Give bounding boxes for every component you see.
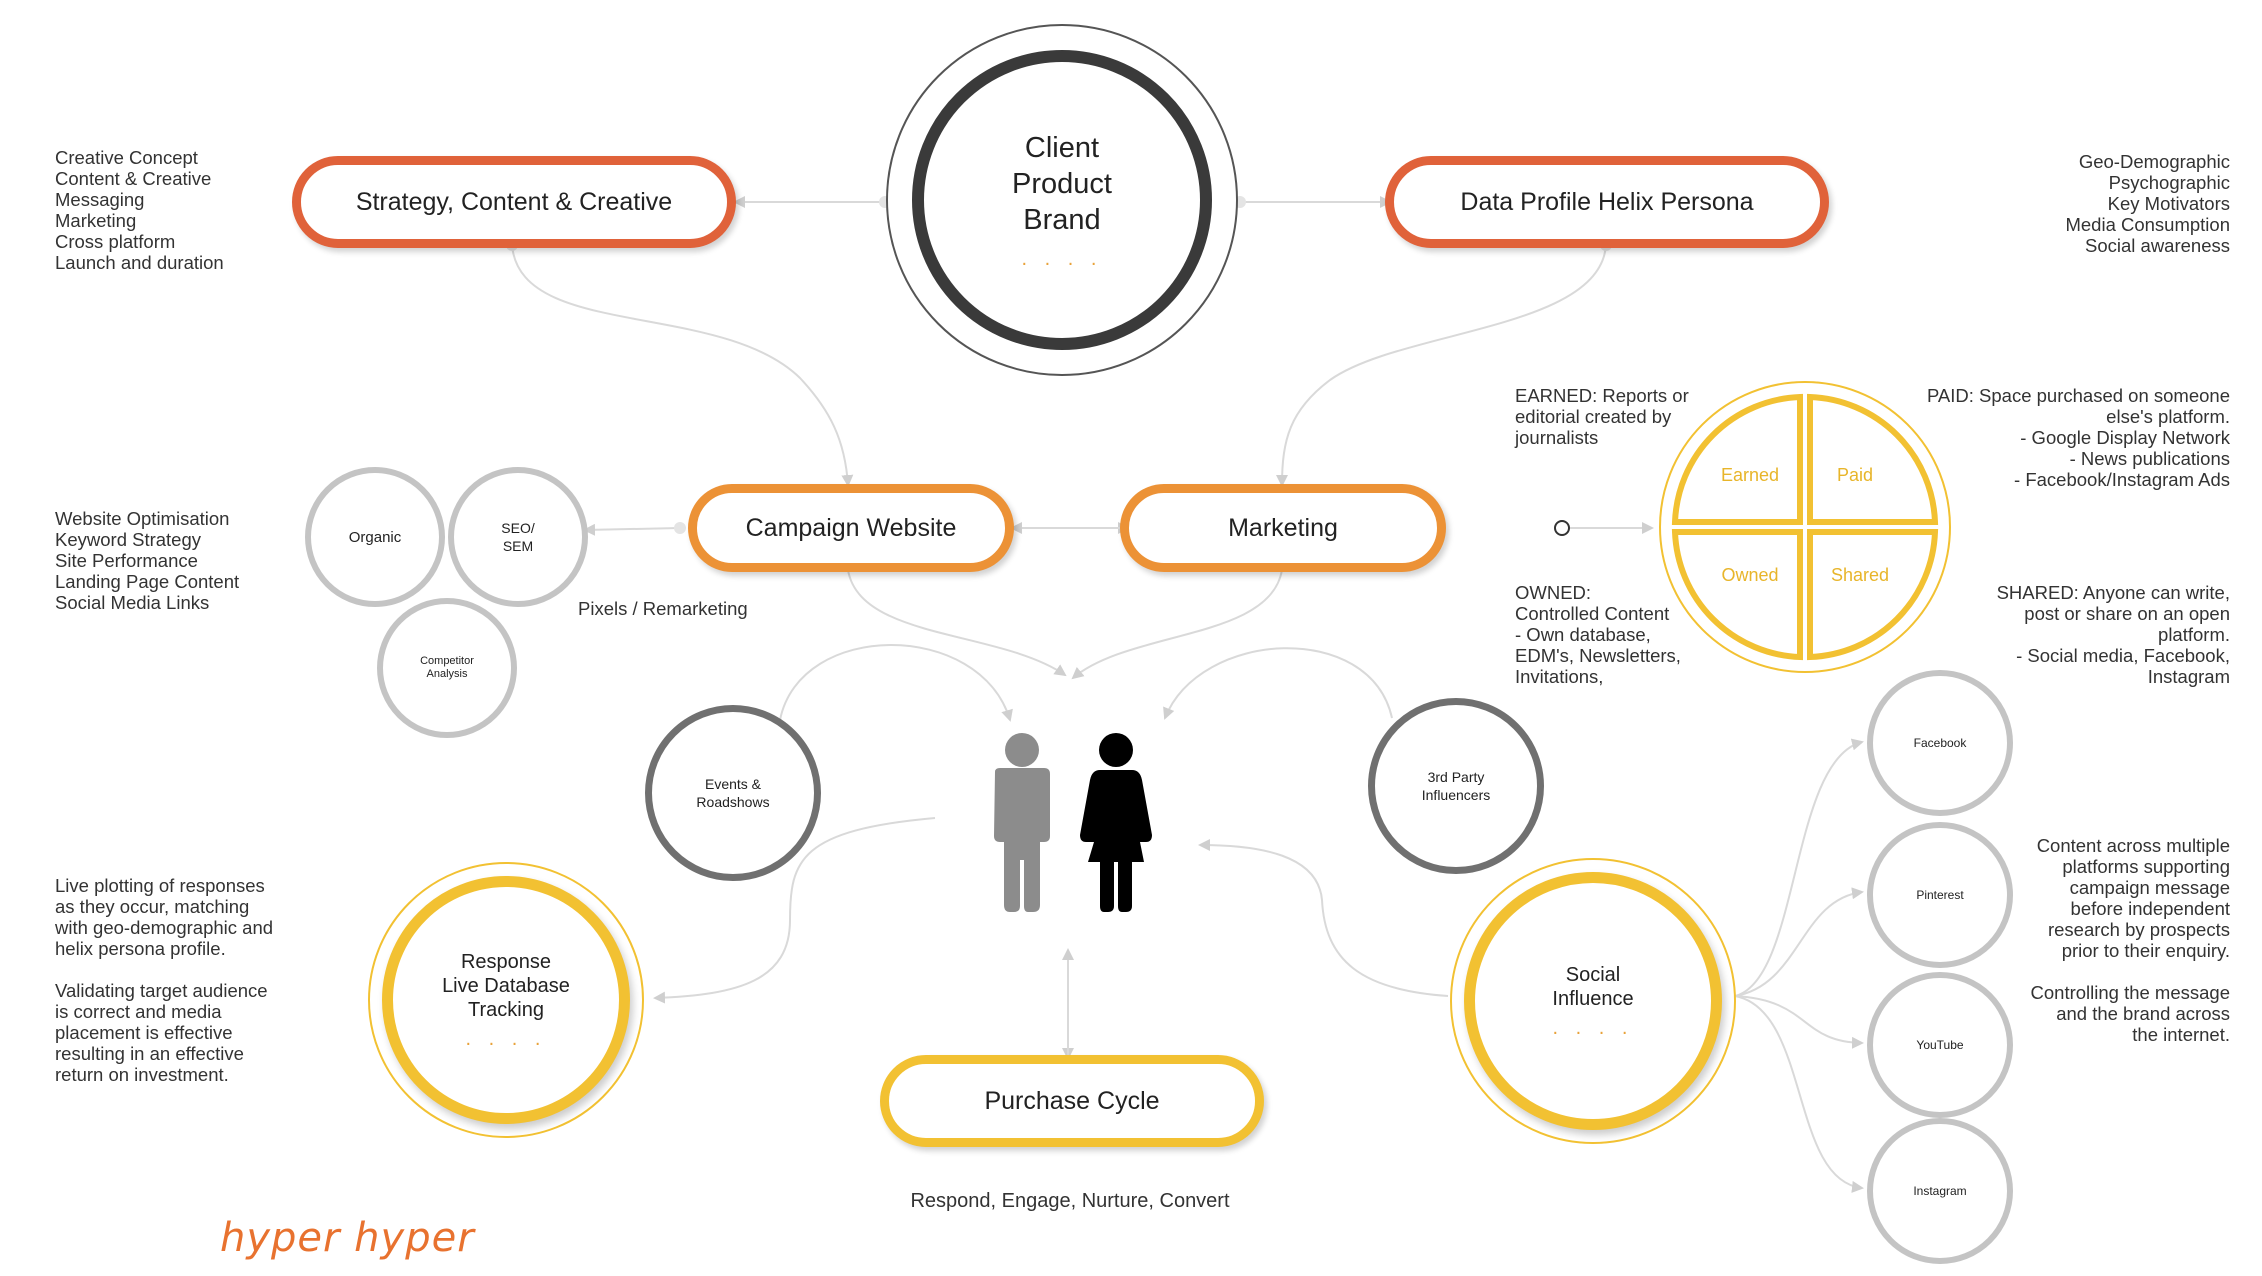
instagram-circle[interactable]: Instagram <box>1867 1118 2013 1264</box>
pinterest-label: Pinterest <box>1916 888 1964 902</box>
competitor-analysis-circle[interactable]: Competitor Analysis <box>377 598 517 738</box>
paid-notes: PAID: Space purchased on someone else's … <box>1926 385 2230 490</box>
instagram-label: Instagram <box>1913 1184 1967 1198</box>
person-female-icon <box>1080 733 1152 912</box>
organic-label: Organic <box>348 528 402 546</box>
connector-events-people <box>779 644 1013 722</box>
center-line-2: Product <box>1012 167 1112 200</box>
connector-social-facebook <box>1734 738 1864 997</box>
events-roadshows-label: Events & Roadshows <box>696 776 770 810</box>
connector-strategy-website <box>511 244 854 487</box>
response-title: Response Live Database Tracking <box>442 950 570 1021</box>
client-product-brand-circle[interactable]: Client Product Brand . . . . <box>912 50 1212 350</box>
purchase-cycle-label: Purchase Cycle <box>984 1086 1160 1115</box>
quadrant-origin-dot <box>1554 520 1570 536</box>
earned-notes: EARNED: Reports or editorial created by … <box>1515 385 1689 448</box>
pinterest-circle[interactable]: Pinterest <box>1867 822 2013 968</box>
center-dots: . . . . <box>1021 247 1103 270</box>
connector-website-people <box>847 569 1067 677</box>
facebook-circle[interactable]: Facebook <box>1867 670 2013 816</box>
connector-marketing-people <box>1071 569 1283 680</box>
quadrant-owned-label: Owned <box>1721 565 1779 585</box>
third-party-influencers-circle[interactable]: 3rd Party Influencers <box>1368 698 1544 874</box>
social-influence-dots: . . . . <box>1552 1016 1634 1039</box>
social-influence-title: Social Influence <box>1552 963 1634 1010</box>
response-outer-ring <box>368 862 644 1138</box>
purchase-cycle-pill[interactable]: Purchase Cycle <box>880 1055 1264 1147</box>
organic-circle[interactable]: Organic <box>305 467 445 607</box>
third-party-influencers-label: 3rd Party Influencers <box>1421 769 1491 803</box>
seo-sem-label: SEO/ SEM <box>501 520 535 554</box>
response-tracking-circle[interactable]: Response Live Database Tracking . . . . <box>382 876 630 1124</box>
data-profile-pill-label: Data Profile Helix Persona <box>1460 187 1754 216</box>
marketing-pill[interactable]: Marketing <box>1120 484 1446 572</box>
pixels-remarketing-label: Pixels / Remarketing <box>578 598 748 619</box>
response-notes: Live plotting of responses as they occur… <box>55 875 274 1085</box>
campaign-website-pill[interactable]: Campaign Website <box>688 484 1014 572</box>
quadrant-earned-label: Earned <box>1720 465 1780 485</box>
pesO-quadrant-chart <box>1659 381 1951 673</box>
website-notes: Website Optimisation Keyword Strategy Si… <box>55 508 240 613</box>
quadrant-paid-label: Paid <box>1836 465 1874 485</box>
connector-influencers-people <box>1163 647 1393 720</box>
connector-people-response <box>653 817 936 1004</box>
owned-notes: OWNED: Controlled Content - Own database… <box>1515 582 1681 687</box>
response-dots: . . . . <box>465 1027 547 1050</box>
quadrant-shared-label: Shared <box>1830 565 1890 585</box>
connector-social-youtube <box>1734 995 1864 1049</box>
purchase-cycle-caption: Respond, Engage, Nurture, Convert <box>910 1190 1230 1212</box>
center-line-3: Brand <box>1023 203 1101 236</box>
data-profile-notes: Geo-Demographic Psychographic Key Motiva… <box>2065 151 2230 256</box>
campaign-website-label: Campaign Website <box>745 513 957 542</box>
strategy-notes: Creative Concept Content & Creative Mess… <box>55 147 224 273</box>
social-outer-ring <box>1450 858 1736 1144</box>
person-male-icon <box>994 733 1050 912</box>
connector-website-seo <box>583 523 681 536</box>
connector-data-marketing <box>1276 244 1607 487</box>
strategy-pill-label: Strategy, Content & Creative <box>355 187 673 216</box>
center-line-1: Client <box>1024 131 1100 164</box>
marketing-label: Marketing <box>1228 513 1338 542</box>
connector-social-instagram <box>1734 995 1864 1193</box>
facebook-label: Facebook <box>1913 736 1967 750</box>
hyper-hyper-logo: hyper hyper <box>220 1215 475 1261</box>
youtube-circle[interactable]: YouTube <box>1867 972 2013 1118</box>
events-roadshows-circle[interactable]: Events & Roadshows <box>645 705 821 881</box>
data-profile-pill[interactable]: Data Profile Helix Persona <box>1385 156 1829 248</box>
seo-sem-circle[interactable]: SEO/ SEM <box>448 467 588 607</box>
shared-notes: SHARED: Anyone can write, post or share … <box>1996 582 2230 687</box>
strategy-content-creative-pill[interactable]: Strategy, Content & Creative <box>292 156 736 248</box>
connector-social-people <box>1198 839 1449 997</box>
competitor-analysis-label: Competitor Analysis <box>420 655 474 680</box>
youtube-label: YouTube <box>1916 1038 1964 1052</box>
social-influence-circle[interactable]: Social Influence . . . . <box>1464 872 1722 1130</box>
connector-social-pinterest <box>1734 887 1864 997</box>
social-notes: Content across multiple platforms suppor… <box>2030 835 2231 1045</box>
